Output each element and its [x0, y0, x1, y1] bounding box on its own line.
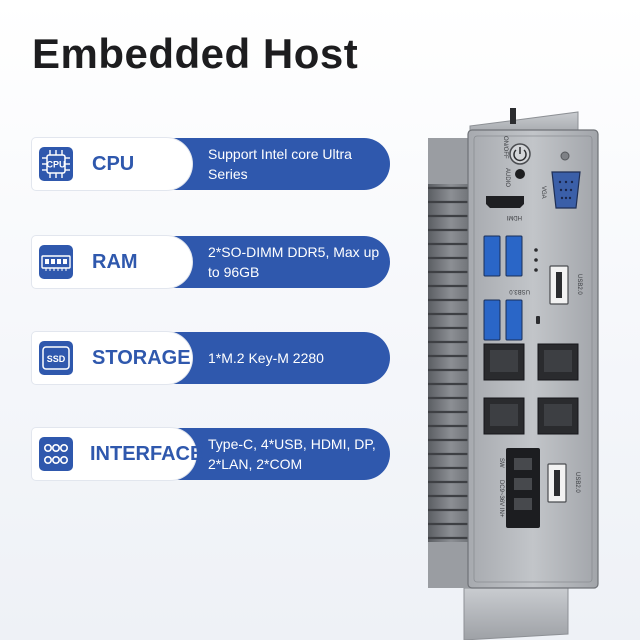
power-led [560, 151, 570, 161]
usb3-port [505, 299, 523, 341]
power-label: ON/OFF [502, 136, 508, 159]
spec-row-ram: RAM 2*SO-DIMM DDR5, Max up to 96GB [32, 236, 392, 288]
usb3-port [483, 235, 501, 277]
cpu-icon: CPU [39, 147, 73, 181]
usb3-port [505, 235, 523, 277]
hdmi-label: HDMI [506, 214, 522, 220]
spec-row-cpu: CPU CPU Support Intel core Ultra Series [32, 138, 392, 190]
spec-label: RAM [92, 251, 138, 273]
vga-label: VGA [540, 186, 546, 199]
spec-label: INTERFACE [90, 443, 204, 465]
heatsink-fins [428, 138, 474, 588]
hdmi-port [486, 196, 524, 208]
audio-label: AUDIO [504, 168, 510, 187]
mounting-bracket-bottom [463, 587, 569, 640]
lan-ports [483, 343, 579, 435]
spec-label: STORAGE [92, 347, 191, 369]
spec-value: Type-C, 4*USB, HDMI, DP, 2*LAN, 2*COM [208, 436, 376, 472]
ram-icon [39, 245, 73, 279]
interface-icon [39, 437, 73, 471]
usb3-label: USB3.0 [509, 288, 530, 294]
usb3-port [483, 299, 501, 341]
sw-label: SW [498, 458, 504, 468]
ssd-icon: SSD [39, 341, 73, 375]
page-title: Embedded Host [32, 30, 359, 77]
usb2-label-bottom: USB2.0 [574, 472, 580, 493]
spec-value: Support Intel core Ultra Series [208, 146, 352, 182]
spec-value: 2*SO-DIMM DDR5, Max up to 96GB [208, 244, 380, 280]
spec-value: 1*M.2 Key-M 2280 [208, 350, 324, 366]
spec-row-storage: SSD STORAGE 1*M.2 Key-M 2280 [32, 332, 392, 384]
spec-label: CPU [92, 153, 135, 175]
dc-label: DC9~36V IN+ [498, 480, 504, 518]
spec-row-interface: INTERFACE Type-C, 4*USB, HDMI, DP, 2*LAN… [32, 428, 392, 480]
audio-jack [515, 169, 525, 179]
embedded-host-device: ON/OFF AUDIO VGA HDMI USB3.0 USB2.0 SW D… [428, 108, 599, 640]
cpu-icon-text: CPU [46, 160, 65, 170]
antenna-stub [510, 108, 516, 124]
usb2-label-top: USB2.0 [576, 274, 582, 295]
ssd-icon-text: SSD [47, 354, 66, 364]
